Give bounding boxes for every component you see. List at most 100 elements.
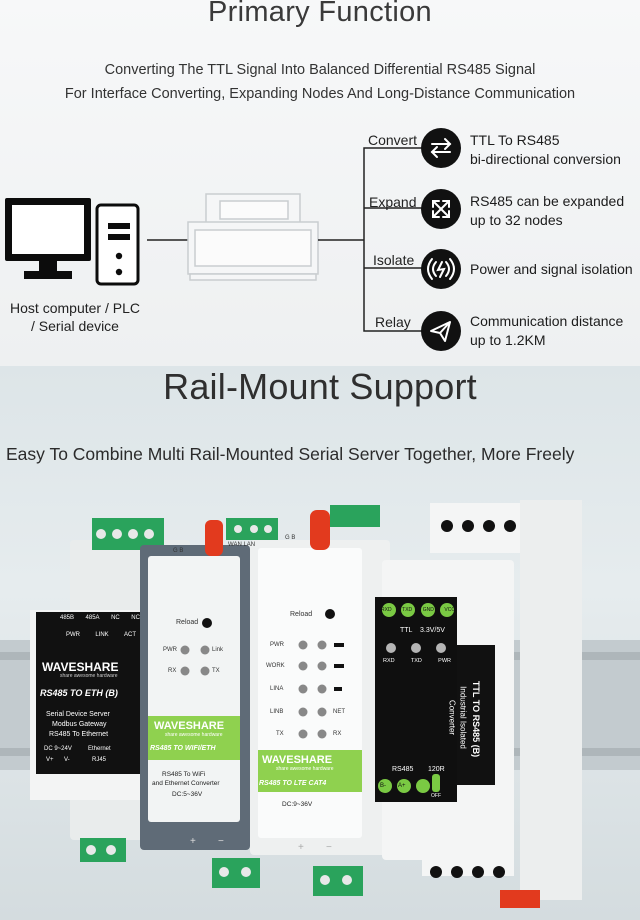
eth-led-labels: PWR LINK ACT	[66, 632, 136, 638]
host-label-line1: Host computer / PLC	[10, 300, 140, 316]
eth-desc3: RS485 To Ethernet	[49, 731, 109, 738]
eth-label-485a: 485A	[85, 615, 100, 621]
eth-slogan: share awesome hardware	[60, 673, 118, 679]
feature-desc-expand-line2: up to 32 nodes	[470, 212, 563, 228]
wifi-plus: +	[190, 836, 196, 847]
expand-arrows-icon	[421, 189, 461, 229]
feature-desc-relay-line2: up to 1.2KM	[470, 332, 546, 348]
feature-label-convert: Convert	[368, 132, 418, 148]
device-rs485-lte	[250, 505, 390, 896]
feature-desc-convert-line1: TTL To RS485	[470, 132, 560, 148]
rail-mount-title: Rail-Mount Support	[163, 366, 477, 407]
lte-reload: Reload	[290, 611, 313, 618]
eth-top-labels: 485B 485A NC NC	[60, 615, 140, 621]
wifi-slogan: share awesome hardware	[165, 732, 223, 738]
lte-net: NET	[333, 709, 345, 715]
function-diagram	[5, 147, 422, 332]
eth-label-485b: 485B	[60, 615, 75, 621]
lte-minus: −	[326, 842, 332, 853]
ttl-pin-vcc: VCC	[444, 607, 455, 613]
eth-led-pwr: PWR	[66, 632, 80, 638]
eth-led-link: LINK	[95, 632, 109, 638]
wifi-model: RS485 TO WIFI/ETH	[150, 745, 216, 752]
ttl-side-desc2: Converter	[447, 699, 457, 736]
ttl-rs485: RS485	[392, 766, 414, 773]
converter-outline	[187, 193, 319, 281]
wifi-desc2: and Ethernet Converter	[152, 780, 220, 787]
lte-plus: +	[298, 842, 304, 853]
lte-led-work: WORK	[266, 663, 285, 669]
ttl-led-pwr: PWR	[438, 658, 451, 664]
ttl-pin-labels: RXD TXD GND VCC	[381, 607, 455, 613]
ttl-label: TTL	[400, 627, 413, 634]
ttl-pin-gnd: GND	[422, 607, 434, 613]
monitor-icon	[5, 198, 91, 279]
ttl-pin-txd: TXD	[402, 607, 413, 613]
lte-dc: DC:9~36V	[282, 801, 313, 808]
wifi-pwr: PWR	[163, 647, 177, 653]
ttl-off: OFF	[431, 793, 441, 799]
wifi-link: Link	[212, 647, 224, 653]
primary-subtitle-line1: Converting The TTL Signal Into Balanced …	[104, 62, 536, 78]
eth-label-nc2: NC	[131, 615, 140, 621]
primary-function-title: Primary Function	[208, 0, 432, 28]
wifi-tx: TX	[212, 668, 220, 674]
ttl-side-desc1: Industrial Isolated	[458, 686, 468, 749]
eth-rj45: RJ45	[92, 757, 107, 763]
feature-desc-relay: Communication distance up to 1.2KM	[470, 312, 623, 350]
device-ttl-rs485	[375, 500, 582, 908]
lte-brand: WAVESHARE	[262, 754, 333, 766]
feature-label-relay: Relay	[375, 314, 411, 330]
eth-desc1: Serial Device Server	[46, 711, 110, 718]
eth-led-act: ACT	[124, 632, 136, 638]
wifi-dc: DC:5~36V	[172, 791, 203, 798]
lte-slogan: share awesome hardware	[276, 766, 334, 772]
rail-mount-subtitle: Easy To Combine Multi Rail-Mounted Seria…	[6, 444, 575, 464]
ttl-volt: 3.3V/5V	[420, 627, 445, 634]
wifi-gb: G B	[173, 548, 184, 554]
lte-led-tx: TX	[276, 731, 284, 737]
ttl-bminus: B-	[380, 783, 386, 789]
lte-gb: G B	[285, 535, 296, 541]
primary-function-section	[0, 0, 640, 366]
pc-tower-icon	[95, 203, 140, 286]
feature-desc-convert: TTL To RS485 bi-directional conversion	[470, 131, 621, 169]
lte-led-pwr: PWR	[270, 642, 284, 648]
primary-subtitle-line2: For Interface Converting, Expanding Node…	[64, 86, 576, 102]
feature-desc-isolate-line1: Power and signal isolation	[470, 261, 633, 277]
host-label-line2: / Serial device	[31, 318, 119, 334]
ttl-pin-rxd: RXD	[381, 607, 392, 613]
wifi-brand: WAVESHARE	[154, 720, 225, 732]
wifi-minus: −	[218, 836, 224, 847]
wifi-desc1: RS485 To WiFi	[162, 771, 206, 778]
ttl-side-model: TTL TO RS485 (B)	[471, 680, 481, 758]
ttl-aplus: A+	[398, 783, 406, 789]
feature-desc-convert-line2: bi-directional conversion	[470, 151, 621, 167]
eth-desc2: Modbus Gateway	[52, 721, 107, 728]
eth-label-nc1: NC	[111, 615, 120, 621]
ttl-led-labels: RXD TXD PWR	[383, 658, 451, 664]
wifi-reload: Reload	[176, 619, 199, 626]
signal-isolation-icon	[421, 249, 461, 289]
feature-label-isolate: Isolate	[373, 252, 415, 268]
send-relay-icon	[421, 311, 461, 351]
ttl-led-rxd: RXD	[383, 658, 395, 664]
feature-desc-expand: RS485 can be expanded up to 32 nodes	[470, 192, 624, 230]
lte-led-linb: LINB	[270, 709, 284, 715]
ttl-120r: 120R	[428, 766, 445, 773]
lte-led-lina: LINA	[270, 686, 284, 692]
eth-vminus: V-	[64, 757, 70, 763]
bidirectional-arrows-icon	[421, 128, 461, 168]
ttl-led-txd: TXD	[410, 658, 422, 664]
eth-brand: WAVESHARE	[42, 660, 119, 674]
lte-model: RS485 TO LTE CAT4	[259, 780, 327, 787]
eth-model: RS485 TO ETH (B)	[40, 688, 118, 698]
feature-desc-isolate: Power and signal isolation	[470, 260, 633, 279]
feature-desc-relay-line1: Communication distance	[470, 313, 624, 329]
eth-dc: DC 9~24V	[44, 746, 72, 752]
lte-rx: RX	[333, 731, 342, 737]
eth-port: Ethernet	[88, 746, 111, 752]
feature-desc-expand-line1: RS485 can be expanded	[470, 193, 625, 209]
host-label: Host computer / PLC / Serial device	[0, 299, 150, 335]
